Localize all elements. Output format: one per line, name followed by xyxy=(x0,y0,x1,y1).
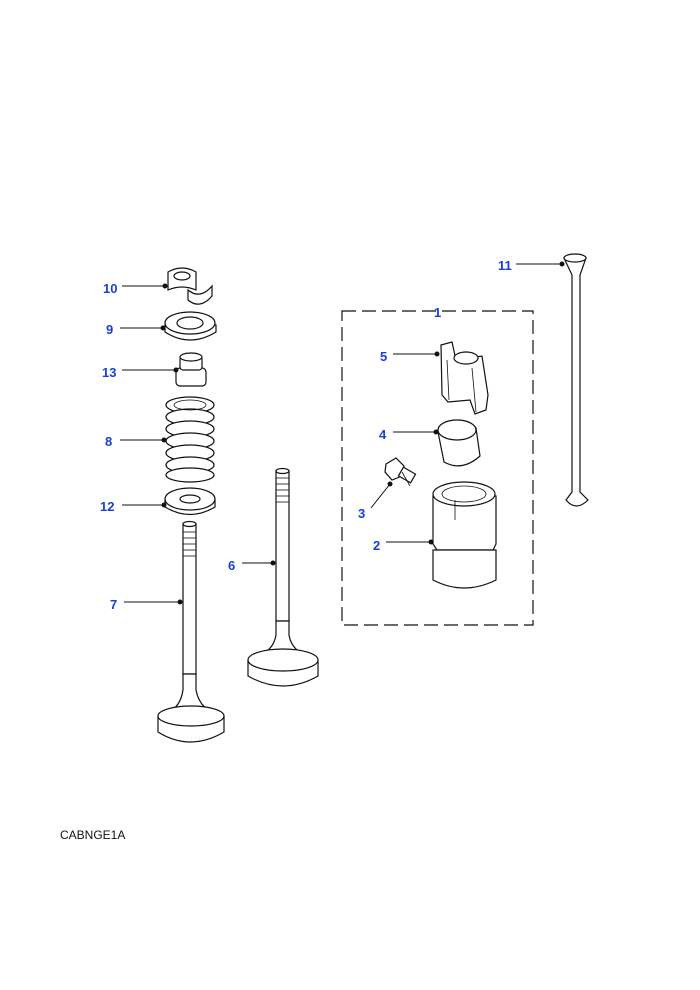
valve-large-part xyxy=(157,520,225,743)
callout-12: 12 xyxy=(100,499,114,514)
callout-5: 5 xyxy=(380,349,387,364)
valve-small-part xyxy=(247,467,319,687)
push-rod-part xyxy=(563,253,589,507)
callout-4: 4 xyxy=(379,427,387,442)
callout-8: 8 xyxy=(105,434,112,449)
figure-code: CABNGE1A xyxy=(60,828,126,842)
spring-seat-part xyxy=(164,487,216,516)
bolt-part xyxy=(384,457,417,487)
kit-group-box xyxy=(341,310,534,626)
oil-seal-part xyxy=(175,352,207,387)
callout-3: 3 xyxy=(358,506,365,521)
callout-1: 1 xyxy=(434,305,441,320)
callout-10: 10 xyxy=(103,281,117,296)
callout-11: 11 xyxy=(498,258,512,273)
valve-collet-part xyxy=(167,267,213,305)
tappet-guide-part xyxy=(440,341,489,415)
spring-cap-part xyxy=(164,311,217,341)
leader-lines xyxy=(120,261,565,605)
tappet-part xyxy=(437,419,481,467)
callout-9: 9 xyxy=(106,322,113,337)
callout-7: 7 xyxy=(110,597,117,612)
callout-2: 2 xyxy=(373,538,380,553)
valve-spring-part xyxy=(165,396,215,483)
callout-13: 13 xyxy=(102,365,116,380)
tappet-sleeve-part xyxy=(432,481,497,589)
callout-6: 6 xyxy=(228,558,235,573)
